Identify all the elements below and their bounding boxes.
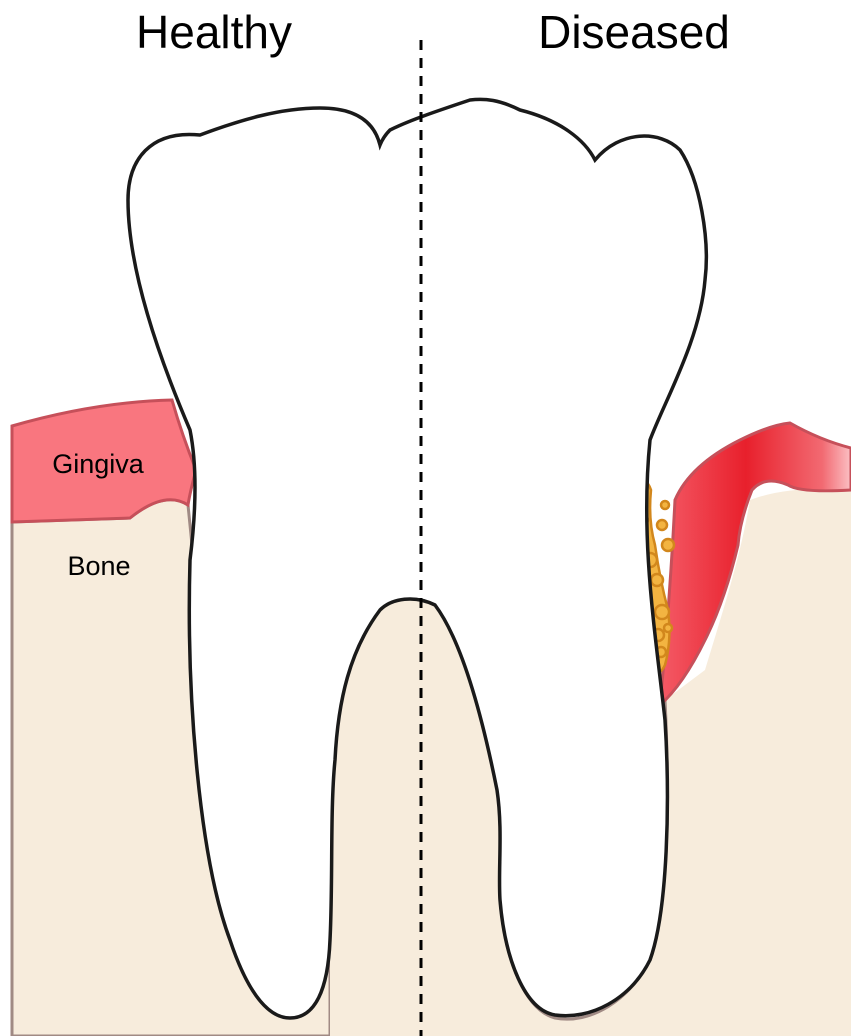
- calculus-nodule: [664, 624, 672, 632]
- calculus-nodule: [657, 520, 667, 530]
- calculus-nodule: [661, 501, 669, 509]
- heading-healthy: Healthy: [136, 6, 292, 58]
- calculus-nodule: [655, 605, 669, 619]
- label-gingiva: Gingiva: [52, 449, 145, 479]
- calculus-nodule: [662, 539, 674, 551]
- heading-diseased: Diseased: [538, 6, 730, 58]
- calculus-nodule: [651, 574, 663, 586]
- label-bone: Bone: [67, 551, 130, 581]
